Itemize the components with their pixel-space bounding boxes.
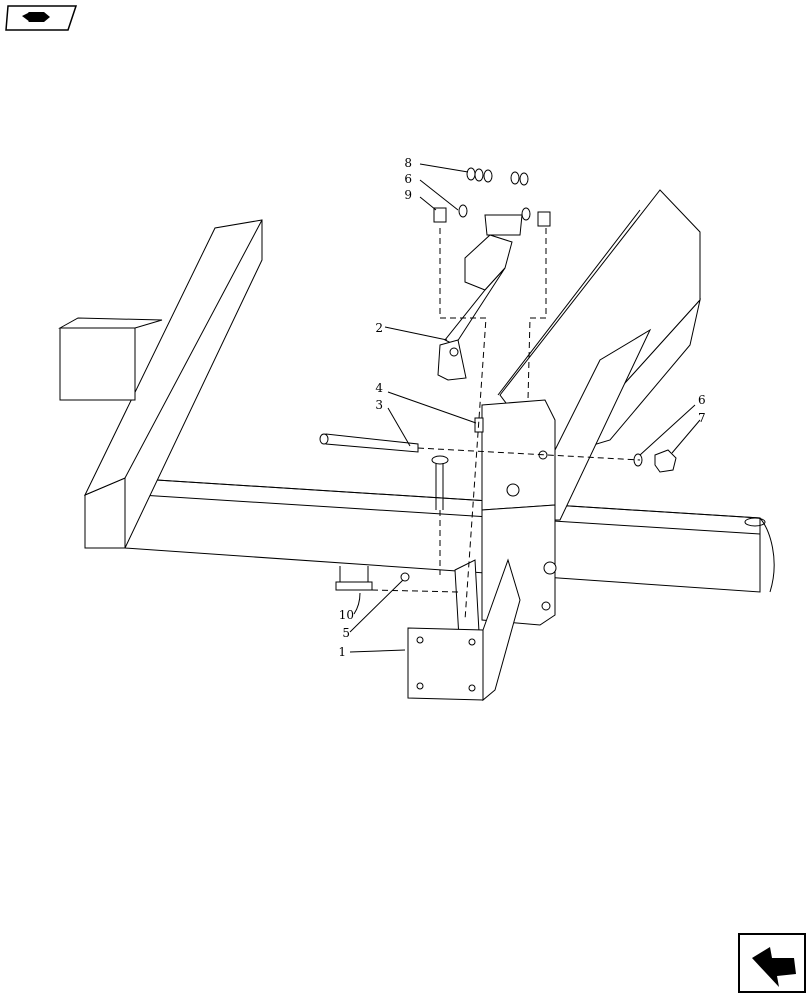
callout-10: 10 xyxy=(339,608,354,622)
top-nav-button[interactable] xyxy=(5,5,78,31)
hardware-nut-5 xyxy=(400,572,410,582)
bottom-nav-button[interactable] xyxy=(738,933,806,993)
callout-4: 4 xyxy=(375,381,383,395)
callout-1: 1 xyxy=(338,645,346,659)
callout-2: 2 xyxy=(375,321,383,335)
callout-5: 5 xyxy=(342,626,350,640)
arrow-back-icon xyxy=(22,12,50,22)
callout-3: 3 xyxy=(375,398,383,412)
arrow-back-icon xyxy=(752,947,796,987)
hydraulic-cylinder xyxy=(437,214,523,381)
callout-8: 9 xyxy=(404,188,412,202)
frame-cross-beam xyxy=(84,477,775,593)
callout-6-top: 6 xyxy=(404,172,412,186)
callout-labels: 8 6 9 2 4 3 6 7 10 5 1 xyxy=(338,156,705,659)
frame-left-rail xyxy=(58,219,263,549)
callout-6-right: 6 xyxy=(698,393,706,407)
hardware-clip-10 xyxy=(335,566,373,591)
hardware-vertical-pin xyxy=(431,455,449,510)
callout-9: 8 xyxy=(404,156,412,170)
hardware-washers-9 xyxy=(466,167,529,186)
mounting-plate xyxy=(407,558,521,702)
callout-leaders xyxy=(349,163,701,653)
hardware-bushings-8 xyxy=(433,207,551,227)
assembly-lines xyxy=(371,228,641,621)
hardware-nut-7 xyxy=(654,449,677,473)
hardware-pin-3 xyxy=(319,433,419,453)
callout-7: 7 xyxy=(698,411,706,425)
